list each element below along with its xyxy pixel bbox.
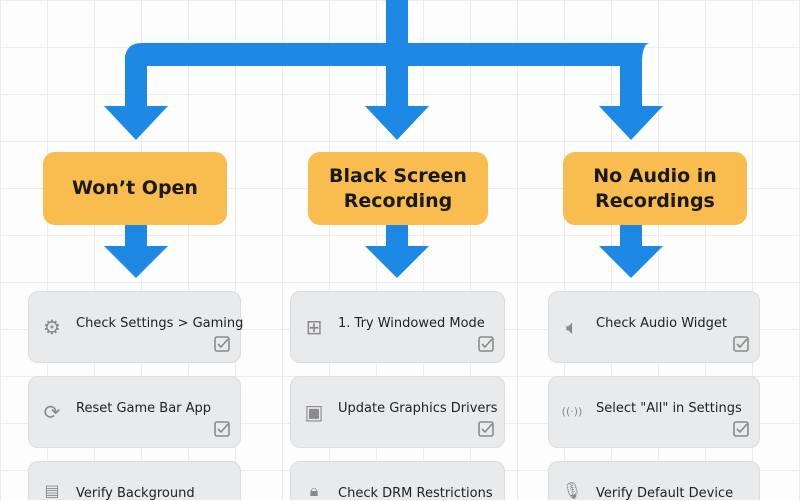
checklist-card[interactable]: ⟳ Reset Game Bar App	[28, 376, 241, 448]
lock-icon: 🔒︎	[309, 481, 319, 500]
header-label: Won’t Open	[72, 177, 198, 199]
header-label: Black Screen Recording	[329, 164, 467, 212]
gpu-chip-icon: ▣	[304, 400, 324, 424]
card-label: Check DRM Restrictions	[338, 486, 493, 501]
refresh-icon: ⟳	[43, 400, 61, 424]
windows-icon: ⊞	[305, 315, 323, 339]
checklist-card[interactable]: 🎙︎ Verify Default Device	[548, 461, 760, 501]
header-label: No Audio in Recordings	[593, 164, 717, 212]
checklist-card[interactable]: ⊞ 1. Try Windowed Mode	[290, 291, 505, 363]
checklist-card[interactable]: ▣ Update Graphics Drivers	[290, 376, 505, 448]
checklist-card[interactable]: ⚙ Check Settings > Gaming	[28, 291, 244, 363]
checkbox-checked-icon[interactable]	[733, 336, 749, 352]
header-black-screen: Black Screen Recording	[308, 152, 488, 225]
card-label: Verify Background	[76, 486, 195, 501]
speaker-icon: 🔈︎	[566, 315, 578, 339]
checkbox-checked-icon[interactable]	[214, 336, 230, 352]
arrowhead	[599, 246, 663, 278]
header-no-audio: No Audio in Recordings	[563, 152, 747, 225]
window-list-icon: ▤	[44, 481, 60, 500]
branch-line	[125, 55, 147, 110]
branch-line	[125, 43, 650, 66]
card-label: Reset Game Bar App	[76, 401, 212, 416]
card-label: 1. Try Windowed Mode	[338, 316, 485, 331]
branch-line	[386, 55, 408, 110]
arrowhead	[104, 246, 168, 278]
checklist-card[interactable]: ((·)) Select "All" in Settings	[548, 376, 760, 448]
column-line	[386, 225, 408, 250]
header-wont-open: Won’t Open	[43, 152, 227, 225]
checklist-card[interactable]: 🔈︎ Check Audio Widget	[548, 291, 760, 363]
checkbox-checked-icon[interactable]	[478, 421, 494, 437]
arrowhead	[365, 246, 429, 278]
arrowhead	[365, 106, 429, 140]
checklist-card[interactable]: ▤ Verify Background	[28, 461, 241, 501]
card-label: Verify Default Device	[596, 486, 734, 501]
column-line	[125, 225, 147, 250]
checkbox-checked-icon[interactable]	[733, 421, 749, 437]
card-label: Check Settings > Gaming	[76, 316, 244, 331]
card-label: Select "All" in Settings	[596, 401, 742, 416]
card-label: Check Audio Widget	[596, 316, 727, 331]
audio-wave-icon: ((·))	[561, 405, 583, 418]
checkbox-checked-icon[interactable]	[478, 336, 494, 352]
card-label: Update Graphics Drivers	[338, 401, 498, 416]
branch-line	[620, 55, 642, 110]
arrowhead	[104, 106, 168, 140]
checklist-card[interactable]: 🔒︎ Check DRM Restrictions	[290, 461, 505, 501]
gear-icon: ⚙	[43, 315, 61, 339]
checkbox-checked-icon[interactable]	[214, 421, 230, 437]
microphone-icon: 🎙︎	[561, 481, 583, 500]
column-line	[620, 225, 642, 250]
arrowhead	[599, 106, 663, 140]
